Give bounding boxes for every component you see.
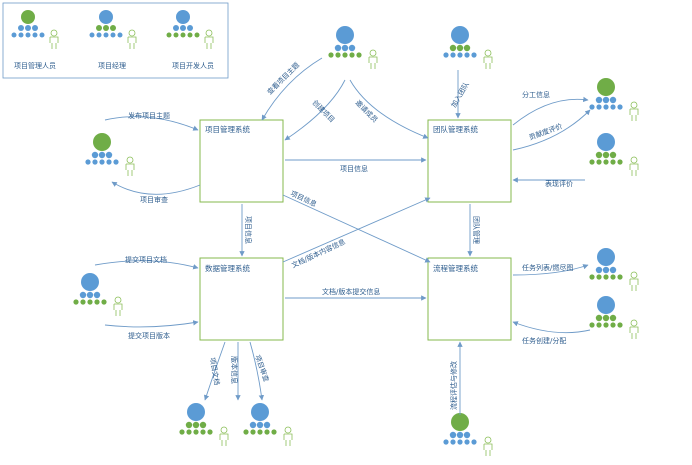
- label-division: 分工信息: [522, 90, 550, 99]
- team-system-label: 团队管理系统: [433, 124, 478, 134]
- legend-box: [2, 2, 229, 79]
- edge-create-project: [284, 79, 346, 141]
- label-join-team: 加入团队: [449, 80, 471, 109]
- edge-review: [111, 181, 201, 195]
- project-system-label: 项目管理系统: [205, 124, 250, 134]
- legend-label-developer: 项目开发人员: [172, 61, 214, 70]
- person-right-lower2-icon: [589, 296, 639, 340]
- edge-publish-topic: [104, 116, 199, 131]
- legend-manager-icon: [89, 10, 137, 50]
- label-contribution: 贡献度评价: [528, 121, 564, 141]
- legend-developer-icon: [166, 10, 214, 50]
- data-system-box: [199, 257, 284, 341]
- flow-system-box: [427, 257, 512, 341]
- person-top-center-icon: [328, 26, 378, 70]
- person-left-upper-icon: [85, 133, 135, 177]
- label-team-mgmt: 团队管理: [472, 216, 481, 244]
- label-doc-version-submit: 文档/版本提交信息: [322, 287, 380, 296]
- edge-contribution: [512, 109, 591, 151]
- label-project-info-diag: 项目信息: [289, 189, 318, 209]
- edge-invite: [349, 79, 429, 139]
- label-process-eval: 流程评估与修改: [449, 361, 458, 410]
- person-bottom-mid-icon: [243, 403, 293, 447]
- edge-doc-version-content: [282, 197, 431, 263]
- legend-label-manager: 项目经理: [98, 61, 126, 70]
- edge-view-topic: [261, 57, 323, 121]
- label-submit-doc: 提交项目文档: [125, 255, 167, 264]
- person-right-lower1-icon: [589, 248, 639, 292]
- edge-out-review: [249, 341, 265, 401]
- legend-pm-staff-icon: [11, 10, 59, 50]
- label-publish-topic: 发布项目主题: [128, 111, 170, 120]
- label-task-list: 任务列表/燃尽图: [522, 263, 573, 272]
- label-performance: 表现评价: [545, 179, 573, 188]
- edge-submit-doc: [94, 260, 199, 270]
- team-system-box: [427, 119, 512, 203]
- edge-project-info-diag: [282, 194, 431, 263]
- edge-task-create: [512, 321, 591, 334]
- legend-label-pm-staff: 项目管理人员: [14, 61, 56, 70]
- connectors: [94, 57, 591, 415]
- edge-submit-version: [104, 320, 199, 328]
- label-out-version: 版本信息: [230, 356, 239, 384]
- label-submit-version: 提交项目版本: [128, 331, 170, 340]
- label-create-project: 创建项目: [311, 98, 337, 124]
- edge-out-doc: [203, 341, 226, 401]
- person-top-team-icon: [443, 26, 493, 70]
- label-out-doc: 项目文档: [208, 357, 222, 386]
- label-invite: 邀请成员: [354, 98, 380, 124]
- label-task-create: 任务创建/分配: [522, 336, 566, 345]
- label-review: 项目审查: [140, 195, 168, 204]
- label-project-info: 项目信息: [340, 164, 368, 173]
- label-out-review: 项目审查: [253, 354, 271, 383]
- flow-system-label: 流程管理系统: [433, 263, 478, 273]
- person-left-lower-icon: [73, 273, 123, 317]
- label-project-info-vertical: 项目信息: [244, 216, 253, 244]
- person-right-upper2-icon: [589, 133, 639, 177]
- person-right-upper1-icon: [589, 78, 639, 122]
- person-bottom-left-icon: [179, 403, 229, 447]
- label-doc-version-content: 文档/版本内容信息: [290, 237, 347, 270]
- person-bottom-center-icon: [443, 413, 493, 457]
- data-system-label: 数据管理系统: [205, 263, 250, 273]
- edge-division: [512, 96, 589, 126]
- edge-task-list: [512, 264, 589, 276]
- project-system-box: [199, 119, 284, 203]
